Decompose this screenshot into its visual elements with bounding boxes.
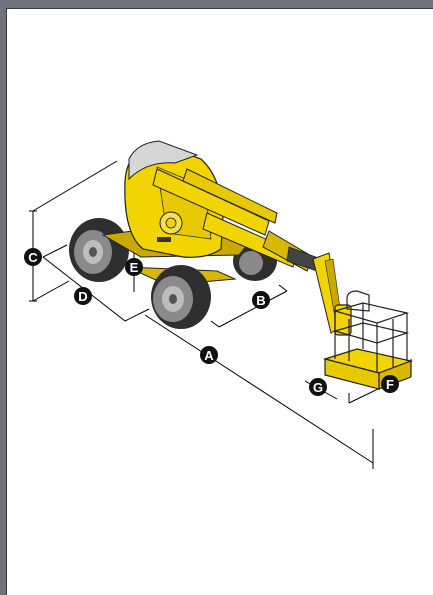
dimension-label-f-text: F (386, 377, 394, 392)
wheel-rear-left (69, 218, 129, 282)
dimension-label-f: F (381, 375, 399, 393)
dimension-label-c-text: C (28, 250, 38, 265)
dimension-label-e: E (125, 258, 143, 276)
boom-lift-machine (69, 140, 414, 390)
dimension-label-e-text: E (130, 260, 139, 275)
dimension-label-b: B (252, 291, 270, 309)
dimension-label-d-text: D (78, 289, 87, 304)
dimension-label-c: C (24, 248, 42, 266)
dimension-label-d: D (74, 287, 92, 305)
dimension-label-b-text: B (256, 293, 265, 308)
dimension-label-a-text: A (204, 348, 214, 363)
dimension-label-g-text: G (313, 380, 323, 395)
wheel-front-left (151, 265, 211, 329)
dimension-label-g: G (309, 378, 327, 396)
boom-lift-dimension-diagram: A B C D E F G (24, 140, 414, 469)
document-page: A B C D E F G (6, 8, 433, 595)
dimension-label-a: A (200, 346, 218, 364)
platform-basket (322, 290, 414, 390)
